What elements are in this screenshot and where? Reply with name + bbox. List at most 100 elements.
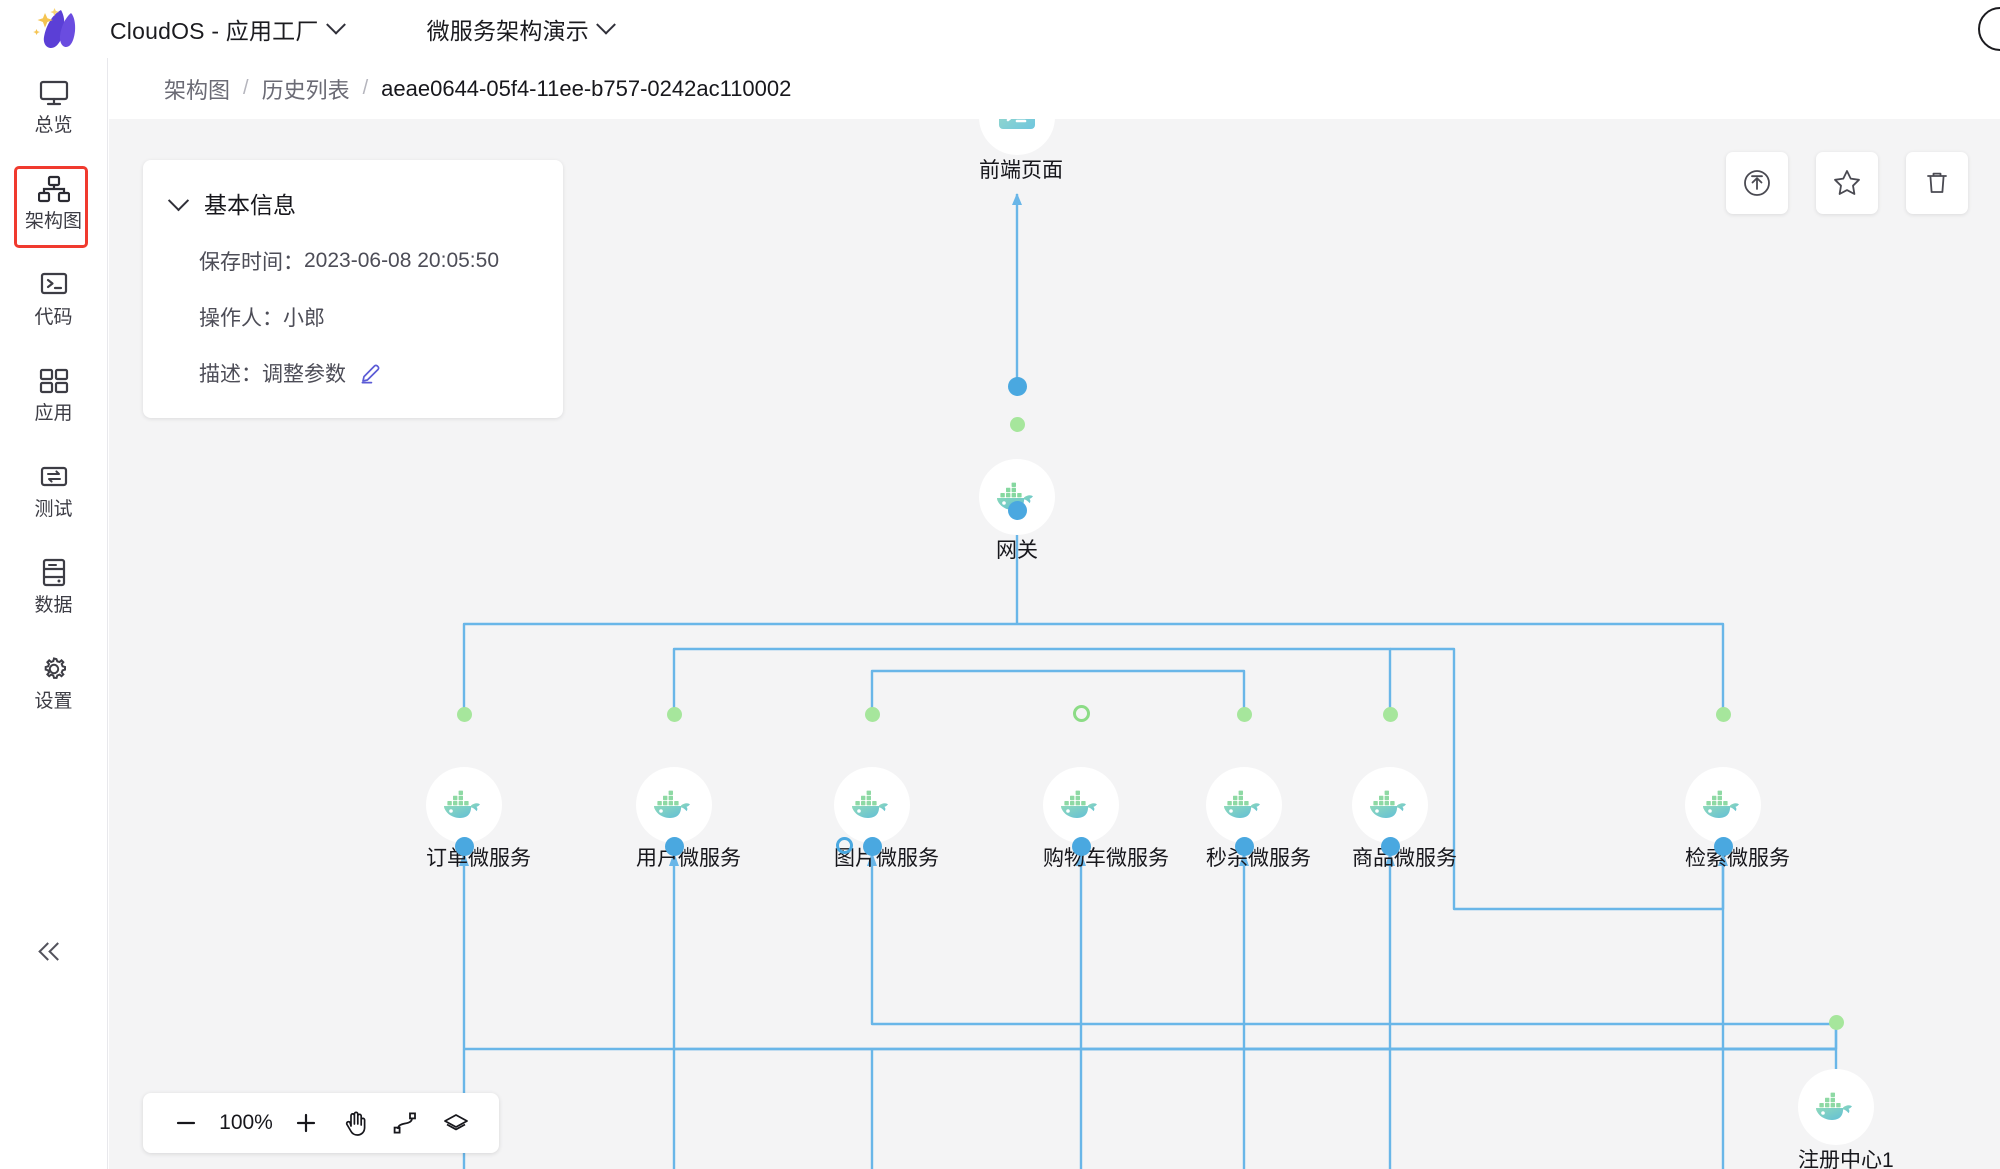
description-row: 描述： 调整参数 (143, 358, 563, 388)
connector-tool-button[interactable] (383, 1100, 429, 1146)
port-cart-in[interactable] (1072, 837, 1091, 856)
node-gateway[interactable]: 网关 (979, 459, 1055, 562)
sidebar-item-settings[interactable]: 设置 (0, 634, 107, 730)
sidebar-item-overview[interactable]: 总览 (0, 58, 107, 154)
product-name: CloudOS - 应用工厂 (110, 18, 319, 44)
node-frontend[interactable]: 前端页面 (979, 119, 1063, 182)
node-label: 图片微服务 (834, 847, 939, 870)
docker-whale-icon (1061, 790, 1097, 819)
port-user-in[interactable] (665, 837, 684, 856)
port-cart-out[interactable] (1073, 705, 1090, 722)
port-search-in[interactable] (1714, 837, 1733, 856)
product-selector[interactable]: CloudOS - 应用工厂 (108, 8, 346, 50)
port-product-in[interactable] (1381, 837, 1400, 856)
node-label: 订单微服务 (426, 847, 531, 870)
arrow-user-in (669, 852, 679, 866)
node-image-service[interactable]: 图片微服务 (834, 767, 939, 870)
basic-info-title: 基本信息 (204, 192, 296, 218)
sidebar-item-architecture[interactable]: 架构图 (0, 154, 107, 250)
grid-icon (37, 365, 71, 397)
sidebar-item-test[interactable]: 测试 (0, 442, 107, 538)
node-seckill-service[interactable]: 秒杀微服务 (1206, 767, 1311, 870)
zoom-out-button[interactable] (163, 1100, 209, 1146)
cloudos-logo-icon (33, 8, 76, 48)
terminal-icon (37, 269, 71, 301)
node-avatar (426, 767, 502, 843)
project-name: 微服务架构演示 (426, 18, 589, 44)
project-selector[interactable]: 微服务架构演示 (425, 8, 616, 50)
port-seckill-out[interactable] (1237, 707, 1252, 722)
sidebar-item-apps[interactable]: 应用 (0, 346, 107, 442)
star-icon (1834, 170, 1860, 195)
gear-icon (37, 653, 71, 685)
delete-button[interactable] (1906, 152, 1968, 214)
port-gateway-in[interactable] (1008, 501, 1027, 520)
pencil-edit-icon[interactable] (360, 362, 382, 384)
user-avatar[interactable] (1978, 7, 2000, 51)
port-image-in[interactable] (863, 837, 882, 856)
port-gateway-out-top[interactable] (1010, 417, 1025, 432)
architecture-canvas[interactable]: 前端页面 网关 (109, 119, 2000, 1169)
sidebar-label: 测试 (34, 499, 73, 520)
port-image-in-secondary[interactable] (836, 837, 853, 854)
canvas-toolbar (1726, 152, 1968, 214)
arrow-frontend (1012, 193, 1022, 205)
port-frontend-in[interactable] (1008, 377, 1027, 396)
chevron-down-icon (167, 189, 190, 211)
zoom-level-value: 100% (219, 1111, 273, 1134)
node-avatar (1043, 767, 1119, 843)
breadcrumb-root[interactable]: 架构图 (164, 77, 231, 103)
edge-registry-user (672, 854, 1836, 1051)
port-search-out[interactable] (1716, 707, 1731, 722)
port-order-in[interactable] (455, 837, 474, 856)
breadcrumb-current: aeae0644-05f4-11ee-b757-0242ac110002 (381, 75, 792, 101)
save-time-row: 保存时间： 2023-06-08 20:05:50 (143, 246, 563, 276)
port-registry-out[interactable] (1829, 1015, 1844, 1030)
node-avatar (1685, 767, 1761, 843)
basic-info-header[interactable]: 基本信息 (143, 186, 563, 220)
node-registry[interactable]: 注册中心1 (1798, 1069, 1894, 1169)
node-label: 秒杀微服务 (1206, 847, 1311, 870)
sidebar-label: 总览 (34, 115, 73, 136)
port-user-out[interactable] (667, 707, 682, 722)
terminal-app-icon (999, 119, 1035, 129)
restore-version-button[interactable] (1726, 152, 1788, 214)
port-product-out[interactable] (1383, 707, 1398, 722)
favorite-button[interactable] (1816, 152, 1878, 214)
app-logo[interactable] (0, 0, 108, 58)
arrow-seckill-in (1239, 852, 1249, 866)
docker-whale-icon (1370, 790, 1406, 819)
breadcrumb-parent[interactable]: 历史列表 (261, 77, 350, 103)
sidebar-label: 应用 (34, 403, 73, 424)
node-product-service[interactable]: 商品微服务 (1352, 767, 1457, 870)
node-user-service[interactable]: 用户微服务 (636, 767, 741, 870)
edge-layer (459, 193, 1838, 1169)
node-label: 前端页面 (979, 159, 1063, 182)
zoom-toolbar: 100% (143, 1093, 499, 1153)
sidebar-label: 代码 (34, 307, 73, 328)
edge-registry-search (1721, 854, 1836, 1051)
port-image-out[interactable] (865, 707, 880, 722)
pan-tool-button[interactable] (333, 1100, 379, 1146)
operator-value: 小郎 (283, 307, 325, 330)
chevron-down-icon (596, 14, 616, 35)
sidebar-item-data[interactable]: 数据 (0, 538, 107, 634)
docker-whale-icon (654, 790, 690, 819)
node-avatar (979, 119, 1055, 155)
node-avatar (1798, 1069, 1874, 1145)
port-order-out[interactable] (457, 707, 472, 722)
sitemap-icon (37, 173, 71, 205)
port-seckill-in[interactable] (1235, 837, 1254, 856)
node-avatar (1206, 767, 1282, 843)
arrow-product-in (1385, 852, 1395, 866)
layers-tool-button[interactable] (433, 1100, 479, 1146)
node-search-service[interactable]: 检索微服务 (1685, 767, 1790, 870)
node-label: 注册中心1 (1798, 1149, 1894, 1169)
zoom-in-button[interactable] (283, 1100, 329, 1146)
sidebar-collapse-button[interactable] (0, 918, 108, 988)
node-avatar (636, 767, 712, 843)
node-order-service[interactable]: 订单微服务 (426, 767, 531, 870)
edge-product-search (1390, 647, 1725, 911)
operator-label: 操作人： (199, 307, 283, 330)
sidebar-item-code[interactable]: 代码 (0, 250, 107, 346)
